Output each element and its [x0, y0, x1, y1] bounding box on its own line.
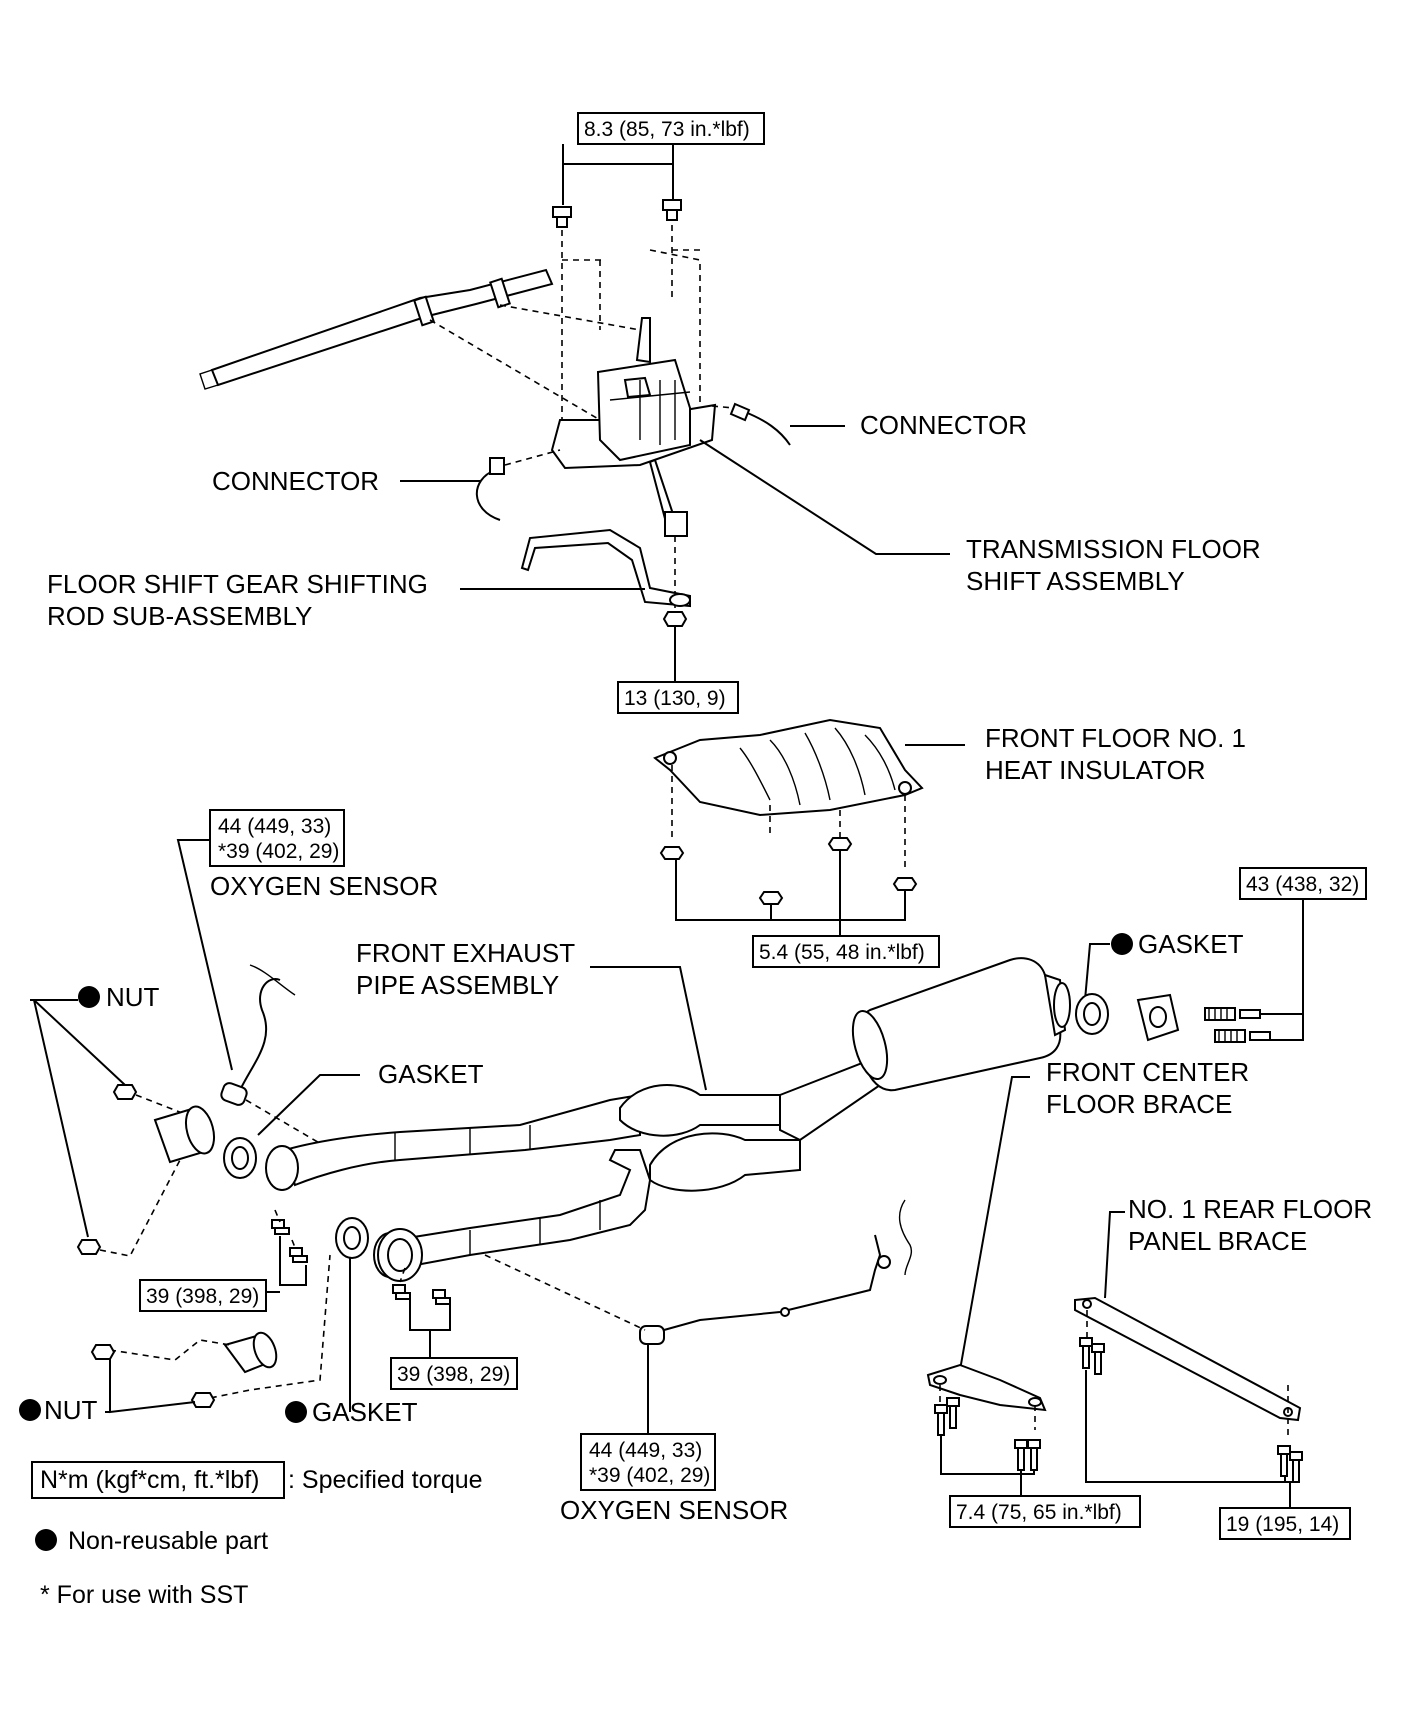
nut-lower-label: NUT — [44, 1395, 98, 1425]
gasket-middle-label: GASKET — [378, 1059, 484, 1089]
svg-text:39 (398, 29): 39 (398, 29) — [146, 1285, 259, 1308]
shift-assembly-label-2: SHIFT ASSEMBLY — [966, 566, 1185, 596]
nut-upper-label: NUT — [106, 982, 160, 1012]
svg-text:*39 (402, 29): *39 (402, 29) — [218, 840, 339, 863]
exhaust-pipe-label-2: PIPE ASSEMBLY — [356, 970, 559, 1000]
shift-bolt-right — [662, 199, 682, 221]
front-flange-bolts-left — [271, 1219, 308, 1263]
lower-pipe-flange — [377, 1228, 423, 1282]
heat-insulator-label-1: FRONT FLOOR NO. 1 — [985, 723, 1246, 753]
torque-box-rod-nut: 13 (130, 9) — [617, 681, 739, 714]
transmission-floor-shift-assembly — [550, 317, 717, 537]
oxygen-sensor-rear-part — [639, 1199, 913, 1345]
rear-brace-bolts — [1079, 1337, 1303, 1483]
svg-text:39 (398, 29): 39 (398, 29) — [397, 1363, 510, 1386]
no1-rear-floor-panel-brace — [1074, 1296, 1302, 1422]
legend-non-reusable-dot — [35, 1529, 57, 1551]
gasket-rear-part — [1075, 993, 1109, 1035]
svg-text:44 (449, 33): 44 (449, 33) — [218, 815, 331, 838]
legend-sst-note: * For use with SST — [40, 1581, 248, 1609]
center-brace-bolts — [934, 1397, 1041, 1471]
exhaust-manifold-stub-lower — [223, 1331, 278, 1374]
legend: N*m (kgf*cm, ft.*lbf) : Specified torque… — [31, 1461, 483, 1609]
legend-torque-desc: : Specified torque — [288, 1466, 483, 1494]
connector-right-part — [729, 402, 791, 446]
shift-assembly-label-1: TRANSMISSION FLOOR — [966, 534, 1261, 564]
shift-rod-label-2: ROD SUB-ASSEMBLY — [47, 601, 312, 631]
front-center-floor-brace — [926, 1363, 1047, 1412]
exhaust-pipe-label-1: FRONT EXHAUST — [356, 938, 575, 968]
gasket-lower-part — [335, 1217, 369, 1259]
insulator-nuts — [659, 837, 918, 905]
front-flange-bolts-right — [392, 1284, 451, 1305]
gasket-middle-part — [223, 1137, 257, 1179]
legend-torque-box: N*m (kgf*cm, ft.*lbf) — [31, 1461, 285, 1499]
oxygen-sensor-rear-label: OXYGEN SENSOR — [560, 1495, 788, 1525]
rear-flange — [1136, 993, 1180, 1042]
shift-bolt-left — [552, 206, 572, 228]
floor-shift-gear-shifting-rod — [520, 528, 691, 608]
shift-rod-label-1: FLOOR SHIFT GEAR SHIFTING — [47, 569, 428, 599]
gasket-rear-label: GASKET — [1138, 929, 1244, 959]
torque-box-shift-bolts: 8.3 (85, 73 in.*lbf) — [577, 112, 765, 145]
connector-right-label: CONNECTOR — [860, 410, 1027, 440]
gasket-lower-label: GASKET — [312, 1397, 418, 1427]
svg-text:44 (449, 33): 44 (449, 33) — [589, 1439, 702, 1462]
svg-text:13 (130, 9): 13 (130, 9) — [624, 687, 726, 710]
heat-insulator-label-2: HEAT INSULATOR — [985, 755, 1206, 785]
non-reusable-dot-gasket-rear — [1111, 933, 1133, 955]
exhaust-manifold-stub-upper — [153, 1105, 216, 1164]
center-brace-label-2: FLOOR BRACE — [1046, 1089, 1232, 1119]
legend-non-reusable-text: Non-reusable part — [68, 1527, 268, 1555]
torque-box-rear-brace: 19 (195, 14) — [1219, 1507, 1351, 1540]
non-reusable-dot-nut-upper — [78, 986, 100, 1008]
connector-left-part — [475, 457, 505, 521]
non-reusable-dot-gasket-lower — [285, 1401, 307, 1423]
torque-box-oxygen-sensor-front: 44 (449, 33) *39 (402, 29) — [209, 809, 345, 867]
torque-box-center-brace: 7.4 (75, 65 in.*lbf) — [949, 1495, 1141, 1528]
shift-cable — [199, 268, 554, 390]
front-floor-heat-insulator — [653, 718, 924, 817]
torque-box-rear-flange: 43 (438, 32) — [1239, 867, 1367, 900]
torque-box-front-flange-right: 39 (398, 29) — [390, 1357, 518, 1390]
svg-text:N*m (kgf*cm, ft.*lbf): N*m (kgf*cm, ft.*lbf) — [40, 1466, 259, 1494]
nut-upper-parts — [76, 1084, 138, 1255]
oxygen-sensor-front-label: OXYGEN SENSOR — [210, 871, 438, 901]
center-brace-label-1: FRONT CENTER — [1046, 1057, 1249, 1087]
svg-text:5.4 (55, 48 in.*lbf): 5.4 (55, 48 in.*lbf) — [759, 941, 925, 964]
connector-left-label: CONNECTOR — [212, 466, 379, 496]
torque-box-oxygen-sensor-rear: 44 (449, 33) *39 (402, 29) — [580, 1433, 716, 1491]
front-exhaust-pipe-assembly — [265, 957, 1071, 1278]
non-reusable-dot-nut-lower — [19, 1399, 41, 1421]
rear-brace-label-1: NO. 1 REAR FLOOR — [1128, 1194, 1372, 1224]
svg-text:8.3 (85, 73 in.*lbf): 8.3 (85, 73 in.*lbf) — [584, 118, 750, 141]
oxygen-sensor-front-part — [220, 964, 296, 1106]
rod-nut — [662, 611, 688, 627]
torque-box-insulator-nuts: 5.4 (55, 48 in.*lbf) — [752, 935, 940, 968]
svg-text:7.4 (75, 65 in.*lbf): 7.4 (75, 65 in.*lbf) — [956, 1501, 1122, 1524]
svg-text:43 (438, 32): 43 (438, 32) — [1246, 873, 1359, 896]
torque-box-front-flange-left: 39 (398, 29) — [139, 1279, 267, 1312]
rear-brace-label-2: PANEL BRACE — [1128, 1226, 1307, 1256]
svg-text:*39 (402, 29): *39 (402, 29) — [589, 1464, 710, 1487]
svg-text:19 (195, 14): 19 (195, 14) — [1226, 1513, 1339, 1536]
